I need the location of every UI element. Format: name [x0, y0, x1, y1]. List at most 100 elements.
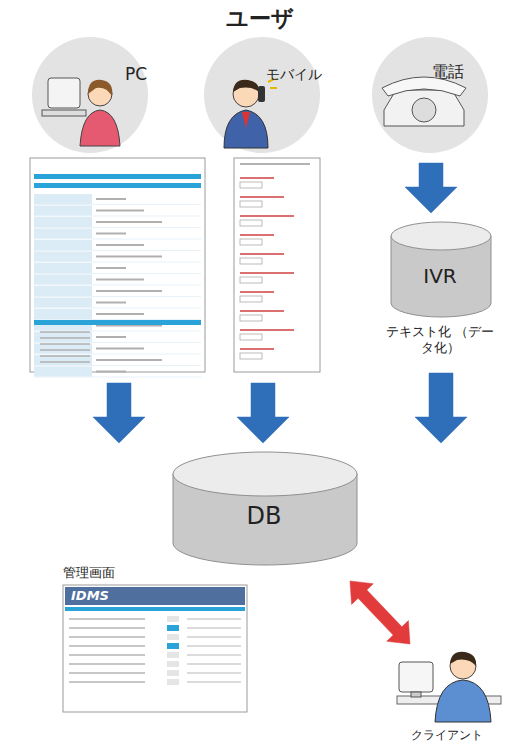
- screenshot-frame: [30, 158, 205, 372]
- mobile-label: [240, 310, 284, 312]
- list-status: [167, 643, 179, 649]
- node-label: PC: [125, 64, 147, 84]
- form-label-cell: [34, 298, 92, 308]
- form-label-cell: [34, 240, 92, 250]
- list-status: [167, 634, 179, 640]
- form-row-rule: [34, 262, 201, 263]
- mobile-label: [240, 234, 274, 236]
- mobile-heading: [240, 163, 310, 165]
- form-row-rule: [34, 204, 201, 205]
- pc-illustration: [30, 36, 208, 374]
- list-buttons: [187, 636, 241, 638]
- monitor-stand: [411, 692, 421, 697]
- mobile-label: [240, 272, 294, 274]
- person-hair: [450, 652, 476, 666]
- screenshot-frame: [234, 158, 320, 372]
- mobile-label: [240, 329, 294, 331]
- mobile-phone: [258, 86, 265, 102]
- list-row: [69, 636, 145, 638]
- list-row: [69, 618, 145, 620]
- form-header-bar: [34, 183, 201, 188]
- form-row-rule: [34, 250, 201, 251]
- form-row-rule: [34, 216, 201, 217]
- form-label-cell: [34, 217, 92, 227]
- mobile-field: [240, 239, 262, 245]
- node-label: IVR: [385, 264, 495, 288]
- mobile-label: [240, 253, 284, 255]
- form-label-cell: [34, 252, 92, 262]
- form-field: [96, 210, 144, 212]
- mobile-node: モバイル: [202, 36, 324, 374]
- form-label-cell: [34, 286, 92, 296]
- form-field: [96, 336, 126, 338]
- list-row: [69, 681, 145, 683]
- form-label-cell: [34, 229, 92, 239]
- person-hair: [88, 80, 112, 96]
- form-label-cell: [34, 275, 92, 285]
- form-label-cell: [34, 194, 92, 204]
- list-buttons: [187, 618, 241, 620]
- monitor: [48, 78, 80, 108]
- cylinder-top: [391, 222, 491, 250]
- node-label: テキスト化 （データ化）: [385, 324, 495, 355]
- form-row-rule: [34, 296, 201, 297]
- list-status: [167, 652, 179, 658]
- form-label-cell: [34, 367, 92, 377]
- db-node: DB: [172, 452, 358, 565]
- cylinder-top: [173, 452, 357, 496]
- mobile-illustration: [202, 36, 324, 374]
- person-tie: [242, 112, 250, 128]
- form-option: [40, 349, 90, 351]
- telephone-base: [384, 90, 464, 126]
- mgmt-node: 管理画面IDMS: [55, 565, 255, 715]
- node-label: 管理画面: [63, 565, 115, 581]
- ivr-node: IVR テキスト化 （データ化）: [385, 222, 497, 364]
- flow-arrow: [237, 383, 289, 443]
- form-header-bar: [34, 174, 201, 179]
- form-option: [40, 343, 90, 345]
- person-suit: [224, 110, 268, 148]
- person-body: [80, 110, 120, 146]
- flow-arrow: [405, 163, 457, 213]
- list-status: [167, 616, 179, 622]
- list-buttons: [187, 627, 241, 629]
- list-status: [167, 679, 179, 685]
- form-label-cell: [34, 206, 92, 216]
- node-label: 電話: [432, 62, 464, 81]
- diagram-title: ユーザ: [0, 4, 520, 34]
- list-status: [167, 670, 179, 676]
- screenshot-frame: [63, 585, 247, 712]
- form-field: [96, 279, 144, 281]
- form-row-rule: [34, 273, 201, 274]
- form-row-rule: [34, 377, 201, 378]
- mobile-label: [240, 291, 274, 293]
- user-circle: [204, 37, 320, 153]
- form-field: [96, 233, 126, 235]
- mobile-field: [240, 296, 262, 302]
- form-option: [40, 337, 90, 339]
- mgmt-illustration: [55, 565, 255, 715]
- mobile-field: [240, 334, 262, 340]
- user-circle: [372, 37, 488, 153]
- form-row-rule: [34, 308, 201, 309]
- form-field: [96, 371, 126, 373]
- form-field: [96, 290, 162, 292]
- list-buttons: [187, 672, 241, 674]
- pc-node: PC: [30, 36, 208, 374]
- telephone-dial: [412, 98, 436, 122]
- form-field: [96, 221, 162, 223]
- user-circle: [32, 37, 148, 153]
- form-row-rule: [34, 354, 201, 355]
- cylinder-shape: [173, 452, 357, 565]
- form-header-bar: [34, 320, 201, 325]
- mobile-field: [240, 277, 262, 283]
- form-field: [96, 198, 126, 200]
- person-shirt: [435, 680, 491, 722]
- mobile-field: [240, 201, 262, 207]
- form-row-rule: [34, 342, 201, 343]
- form-row-rule: [34, 239, 201, 240]
- form-field: [96, 348, 144, 350]
- mobile-field: [240, 182, 262, 188]
- list-row: [69, 627, 145, 629]
- node-label: DB: [172, 502, 356, 531]
